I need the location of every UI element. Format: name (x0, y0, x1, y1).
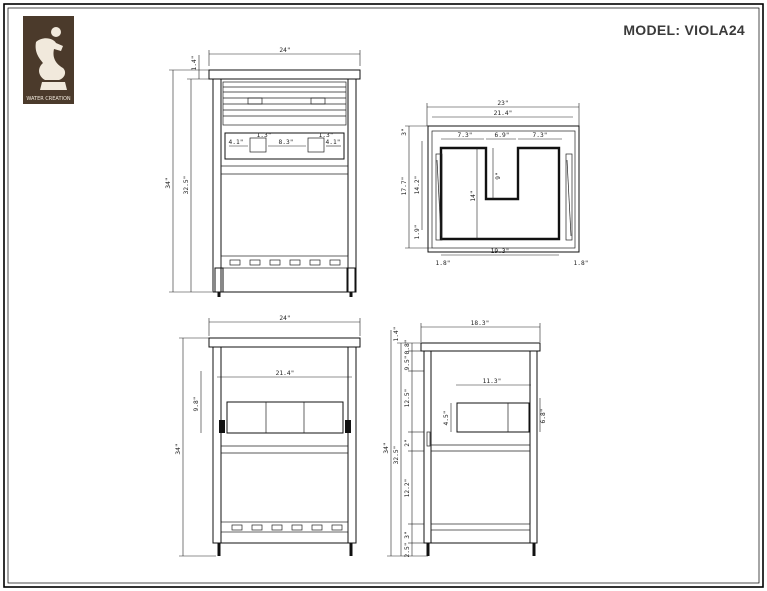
side-cutout-right-label: 6.8" (540, 409, 547, 424)
sheet-inner-border (7, 7, 760, 584)
front-view: 24" 4.1" 8.3" 4.1" 1.3" 1.3" (165, 47, 361, 297)
back-cabinet-frame (212, 346, 357, 544)
plan-countertop-outline (427, 125, 580, 253)
plan-base-label: 1.9" (414, 225, 421, 240)
front-faucet-hole-right (310, 97, 326, 105)
back-height-label: 34" (175, 443, 182, 454)
side-seg-a-label: 9.5" (404, 356, 411, 371)
side-height-label: 34" (383, 442, 390, 453)
front-height-label: 34" (165, 177, 172, 188)
front-top-thickness-label: 1.4" (191, 56, 198, 71)
front-cabinet-frame (212, 78, 357, 293)
plan-width-inner: 21.4" (494, 110, 513, 117)
seated-figure-logo-icon (35, 27, 67, 90)
back-bottom-shelf (220, 521, 349, 533)
side-seg-b-label: 12.5" (404, 389, 411, 408)
plan-left-label: 7.3" (458, 132, 473, 139)
side-seg-e-label: 3" (404, 531, 411, 538)
side-top-label: 1.4" (393, 327, 400, 342)
back-slide-right (345, 420, 351, 433)
plan-floor-label: 19.3" (491, 248, 510, 255)
top-plan-view: 23" 21.4" 7.3" 6.9" 7.3" 9" 14" 3" (401, 100, 588, 267)
side-top2-label: 0.8" (404, 340, 411, 355)
plan-width-outer: 23" (497, 100, 508, 107)
front-drawer-box (224, 132, 345, 160)
side-seg-d-label: 12.2" (404, 479, 411, 498)
back-width-label: 24" (279, 315, 290, 322)
front-countertop (208, 69, 361, 80)
plan-cut-depth-label: 14" (470, 190, 477, 201)
plan-depth-inner-label: 14.2" (414, 176, 421, 195)
side-cutout-width-label: 11.3" (483, 378, 502, 385)
side-height-to-top-label: 32.5" (393, 446, 400, 465)
side-view: 18.3" 11.3" 4.5" 6.8" 34" 32.5" (383, 320, 547, 557)
back-drawer-box (226, 401, 344, 434)
front-bottom-shelf (220, 255, 349, 269)
front-back-panel (222, 81, 347, 126)
brand-logo: WATER CREATION (23, 16, 74, 104)
side-bottom-shelf (430, 523, 531, 531)
side-countertop (420, 342, 541, 352)
plan-left-offset-label: 1.8" (436, 260, 451, 267)
back-view: 24" 21.4" 34" (175, 315, 361, 557)
front-height-to-top-label: 32.5" (183, 176, 190, 195)
front-drawer-center-gap: 8.3" (279, 139, 294, 146)
front-pull-left-label: 1.3" (257, 132, 272, 139)
plan-center-label: 6.9" (495, 132, 510, 139)
plan-right-offset-label: 1.8" (574, 260, 589, 267)
plan-right-rail (565, 153, 573, 241)
back-slide-left (219, 420, 225, 433)
back-countertop (208, 337, 361, 348)
front-pull-right-label: 1.3" (319, 132, 334, 139)
logo-text: WATER CREATION (26, 96, 71, 102)
plan-top-gap-label: 3" (401, 128, 408, 135)
side-seg-f-label: 2.5" (404, 543, 411, 558)
model-title: MODEL: VIOLA24 (623, 22, 745, 38)
plan-right-label: 7.3" (533, 132, 548, 139)
front-pull-right (307, 137, 325, 153)
side-cabinet-frame (423, 350, 538, 544)
plan-sink-cutout (439, 146, 561, 241)
side-seg-c-label: 2" (404, 439, 411, 446)
side-depth-label: 18.3" (471, 320, 490, 327)
front-drawer-left-gap: 4.1" (229, 139, 244, 146)
front-pull-left (249, 137, 267, 153)
side-drawer-box (456, 402, 530, 433)
back-shelf-height-label: 9.8" (193, 397, 200, 412)
back-inner-width-label: 21.4" (276, 370, 295, 377)
front-faucet-hole-left (247, 97, 263, 105)
side-cutout-left-label: 4.5" (443, 411, 450, 426)
plan-notch-label: 9" (495, 172, 502, 179)
plan-depth-outer-label: 17.7" (401, 177, 408, 196)
sheet-border (3, 3, 764, 588)
front-width-label: 24" (279, 47, 290, 54)
front-drawer-right-gap: 4.1" (326, 139, 341, 146)
plan-left-rail (435, 153, 443, 241)
